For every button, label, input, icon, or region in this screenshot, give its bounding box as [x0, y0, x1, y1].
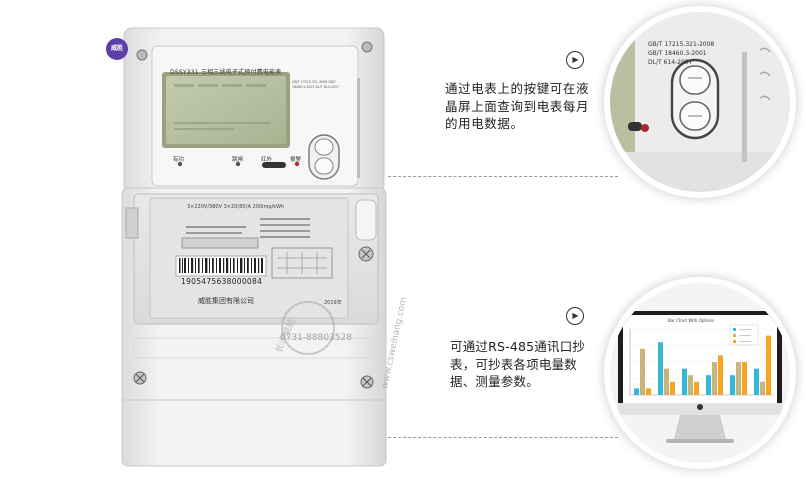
monitor-illustration [610, 283, 790, 463]
chart-bar [646, 388, 651, 395]
zoom-meter-buttons [610, 12, 790, 192]
zoom-meter-buttons-illustration [610, 12, 790, 192]
meter-standards-small: GB/T 17215.321-2008 GB/T 18460.3-2001 DL… [292, 80, 340, 89]
meter-model-label: DSSY331 三相三线电子式预付费电能表 [170, 69, 282, 76]
bar-chart [629, 328, 774, 396]
feature-text-rs485: 可通过RS-485通讯口抄表，可抄表各项电量数据、测量参数。 [450, 339, 586, 389]
chart-bar [658, 342, 663, 395]
chart-axis [629, 329, 774, 396]
meter-serial-number: 1905475638000084 [181, 277, 263, 286]
chart-bar [760, 381, 765, 395]
chart-bar [766, 335, 771, 395]
brand-logo-badge: 威胜 [106, 38, 128, 60]
key-label-trip: 跳闸 [232, 157, 244, 163]
feature-text-keys: 通过电表上的按键可在液晶屏上面查询到电表每月的用电数据。 [445, 81, 590, 131]
leader-line-bottom [388, 437, 618, 438]
chart-bar [730, 375, 735, 395]
leader-line-top [388, 176, 618, 177]
watermark-phone: 0731-88803528 [280, 333, 352, 343]
key-label-alarm: 报警 [290, 157, 302, 163]
meter-illustration [121, 27, 387, 467]
standard-line: GB/T 18460.3-2001 [648, 50, 707, 57]
arrow-right-icon[interactable]: ▶ [566, 51, 584, 69]
key-label-infrared: 红外 [261, 157, 273, 163]
meter-rating-label: 3×220V/380V 3×20(80)A 200imp/kWh [187, 204, 285, 210]
chart-bar [706, 375, 711, 395]
chart-bar [712, 362, 717, 395]
chart-bar [664, 368, 669, 395]
chart-bar [718, 355, 723, 395]
meter-maker: 威胜集团有限公司 [198, 297, 254, 305]
chart-bar [634, 388, 639, 395]
zoom-standards: GB/T 17215.321-2008 GB/T 18460.3-2001 DL… [648, 40, 714, 67]
chart-bar [694, 381, 699, 395]
standard-line: GB/T 17215.321-2008 [648, 41, 715, 48]
apple-logo-icon [697, 404, 703, 410]
key-label-active: 有功 [173, 157, 185, 163]
chart-bar [754, 368, 759, 395]
chart-title: Bar Chart With Options [668, 318, 715, 323]
chart-bar [736, 362, 741, 395]
zoom-monitor [610, 283, 790, 463]
arrow-right-icon[interactable]: ▶ [566, 307, 584, 325]
chart-bar [688, 375, 693, 395]
meter-year: 2019年 [324, 300, 342, 306]
chart-bar [670, 381, 675, 395]
chart-bar [682, 368, 687, 395]
energy-meter: DSSY331 三相三线电子式预付费电能表 有功 跳闸 红外 报警 GB/T 1… [112, 18, 409, 476]
chart-bar [742, 362, 747, 395]
standard-line: DL/T 614-2007 [648, 59, 693, 66]
chart-bar [640, 348, 645, 395]
